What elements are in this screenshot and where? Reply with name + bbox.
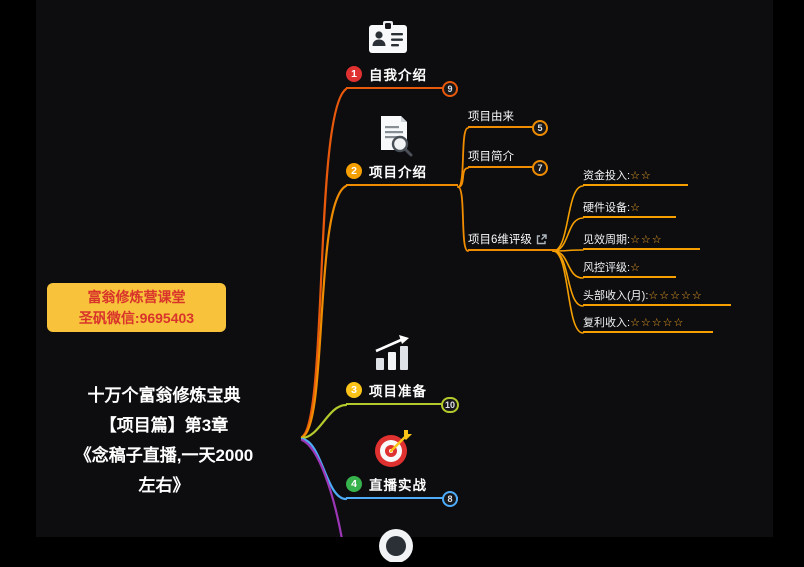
rating-top-income[interactable]: 头部收入(月):☆☆☆☆☆: [583, 287, 731, 306]
rating-compound[interactable]: 复利收入:☆☆☆☆☆: [583, 314, 713, 333]
rating-risk-stars: ☆: [630, 262, 641, 274]
edge-root-project-prep: [300, 403, 348, 440]
edge-rating-risk: [552, 250, 584, 279]
node-project-brief-label: 项目简介: [468, 151, 514, 163]
node-number-3: 3: [346, 382, 362, 398]
node-project-intro[interactable]: 2 项目介绍: [346, 162, 458, 186]
rating-period[interactable]: 见效周期:☆☆☆: [583, 231, 700, 250]
document-search-icon: [374, 114, 414, 163]
node-project-intro-label: 项目介绍: [369, 165, 427, 180]
node-rating6[interactable]: 项目6维评级: [468, 232, 556, 251]
edge-rating-hardware: [552, 217, 584, 252]
node-self-intro[interactable]: 1 自我介绍: [346, 65, 458, 89]
root-title-line-4: 左右》: [138, 476, 190, 495]
rating-funds-stars: ☆☆: [630, 170, 652, 182]
rating-period-label: 见效周期:: [583, 234, 631, 246]
rating-hardware-stars: ☆: [630, 202, 641, 214]
rating-compound-stars: ☆☆☆☆☆: [630, 317, 685, 329]
rating-risk-label: 风控评级:: [583, 262, 631, 274]
node-live-practice[interactable]: 4 直播实战: [346, 475, 458, 499]
rating-risk[interactable]: 风控评级:☆: [583, 259, 676, 278]
node-project-brief[interactable]: 项目简介: [468, 149, 540, 168]
node-number-4: 4: [346, 476, 362, 492]
node-number-1: 1: [346, 66, 362, 82]
node-self-intro-label: 自我介绍: [369, 68, 427, 83]
rating-hardware-label: 硬件设备:: [583, 202, 631, 214]
root-title-line-2: 【项目篇】第3章: [99, 416, 229, 435]
node-project-origin[interactable]: 项目由来: [468, 109, 540, 128]
id-card-icon: [366, 20, 410, 61]
node-live-practice-label: 直播实战: [369, 478, 427, 493]
node-rating6-label: 项目6维评级: [468, 234, 532, 246]
edge-root-hidden-branch: [300, 438, 343, 537]
bar-chart-growth-icon: [368, 334, 416, 379]
collapse-badge-origin[interactable]: 5: [532, 120, 548, 136]
collapse-badge-self-intro[interactable]: 9: [442, 81, 458, 97]
edge-intro-brief: [457, 167, 469, 188]
rating-top-income-stars: ☆☆☆☆☆: [648, 290, 703, 302]
edge-intro-rating6: [457, 186, 469, 252]
rating-funds[interactable]: 资金投入:☆☆: [583, 167, 688, 186]
edge-rating-topincome: [552, 250, 584, 307]
promo-line-2: 圣矾微信:9695403: [78, 310, 195, 326]
edge-rating-compound: [552, 250, 584, 334]
node-project-prep-label: 项目准备: [369, 384, 427, 399]
root-node[interactable]: 十万个富翁修炼宝典 【项目篇】第3章 《念稿子直播,一天2000 左右》: [38, 381, 290, 501]
hidden-branch-icon: [375, 522, 417, 567]
connector-lines: [300, 87, 584, 537]
rating-top-income-label: 头部收入(月):: [583, 290, 649, 302]
node-project-prep[interactable]: 3 项目准备: [346, 381, 458, 405]
rating-compound-label: 复利收入:: [583, 317, 631, 329]
external-link-icon[interactable]: [536, 233, 547, 245]
edge-root-project-intro: [300, 184, 348, 439]
dartboard-icon: [371, 427, 415, 476]
root-title-line-3: 《念稿子直播,一天2000: [74, 446, 254, 465]
promo-note[interactable]: 富翁修炼营课堂 圣矾微信:9695403: [47, 283, 226, 332]
collapse-badge-project-prep[interactable]: 10: [441, 397, 460, 413]
collapse-badge-brief[interactable]: 7: [532, 160, 548, 176]
rating-funds-label: 资金投入:: [583, 170, 631, 182]
promo-line-1: 富翁修炼营课堂: [87, 289, 186, 305]
rating-period-stars: ☆☆☆: [630, 234, 663, 246]
edge-root-live-practice: [300, 437, 348, 501]
root-title-line-1: 十万个富翁修炼宝典: [87, 386, 241, 405]
collapse-badge-live-practice[interactable]: 8: [442, 491, 458, 507]
edge-root-self-intro: [300, 87, 348, 439]
rating-hardware[interactable]: 硬件设备:☆: [583, 199, 676, 218]
node-number-2: 2: [346, 163, 362, 179]
node-project-origin-label: 项目由来: [468, 111, 514, 123]
